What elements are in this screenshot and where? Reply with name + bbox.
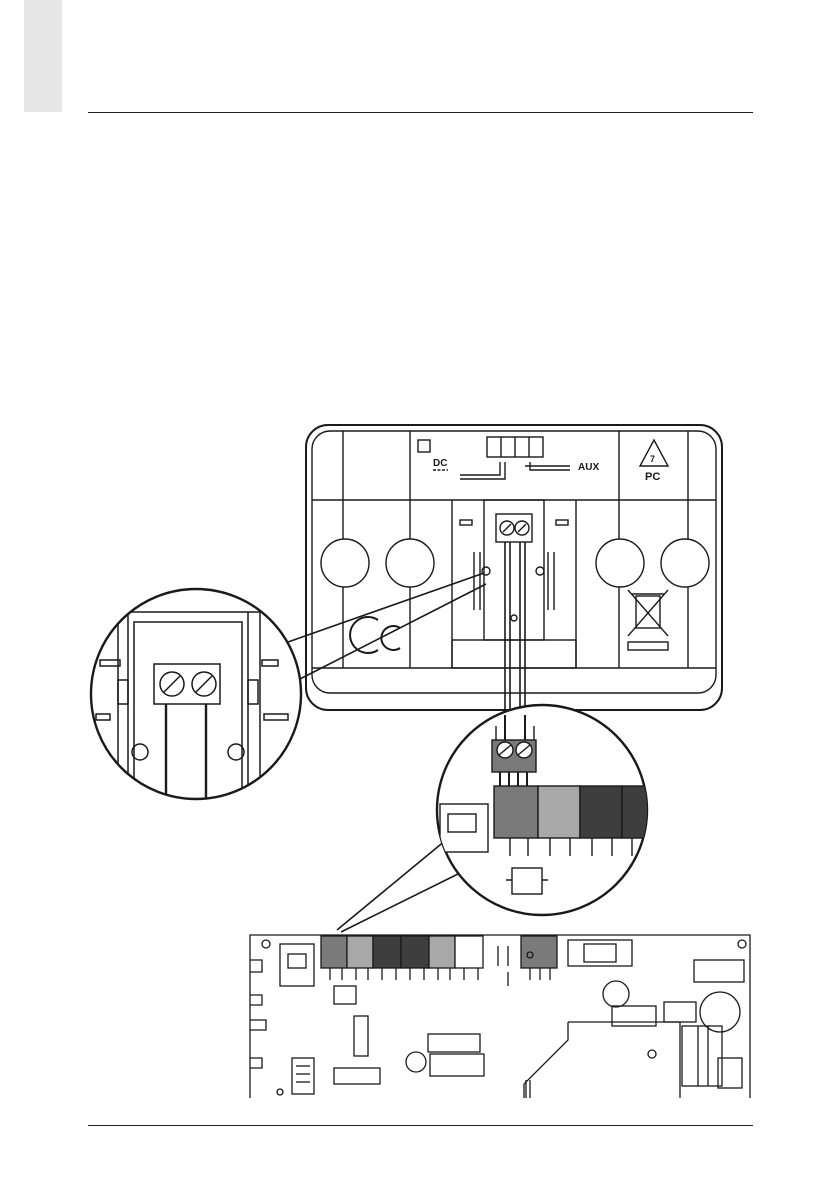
footer-rule [88,1125,753,1126]
recycle-label: PC [645,471,660,483]
aux-label: AUX [578,462,599,473]
right-callout-lines [337,840,462,932]
right-magnifier [437,705,652,915]
dc-label: DC [433,458,447,469]
circuit-board [250,935,750,1098]
plate-terminal-block [496,514,532,542]
thermostat-back-plate [306,425,722,710]
weee-bin-icon [628,590,668,650]
left-callout-lines [288,573,486,680]
recycle-number: 7 [650,454,655,464]
left-magnifier [90,589,301,802]
